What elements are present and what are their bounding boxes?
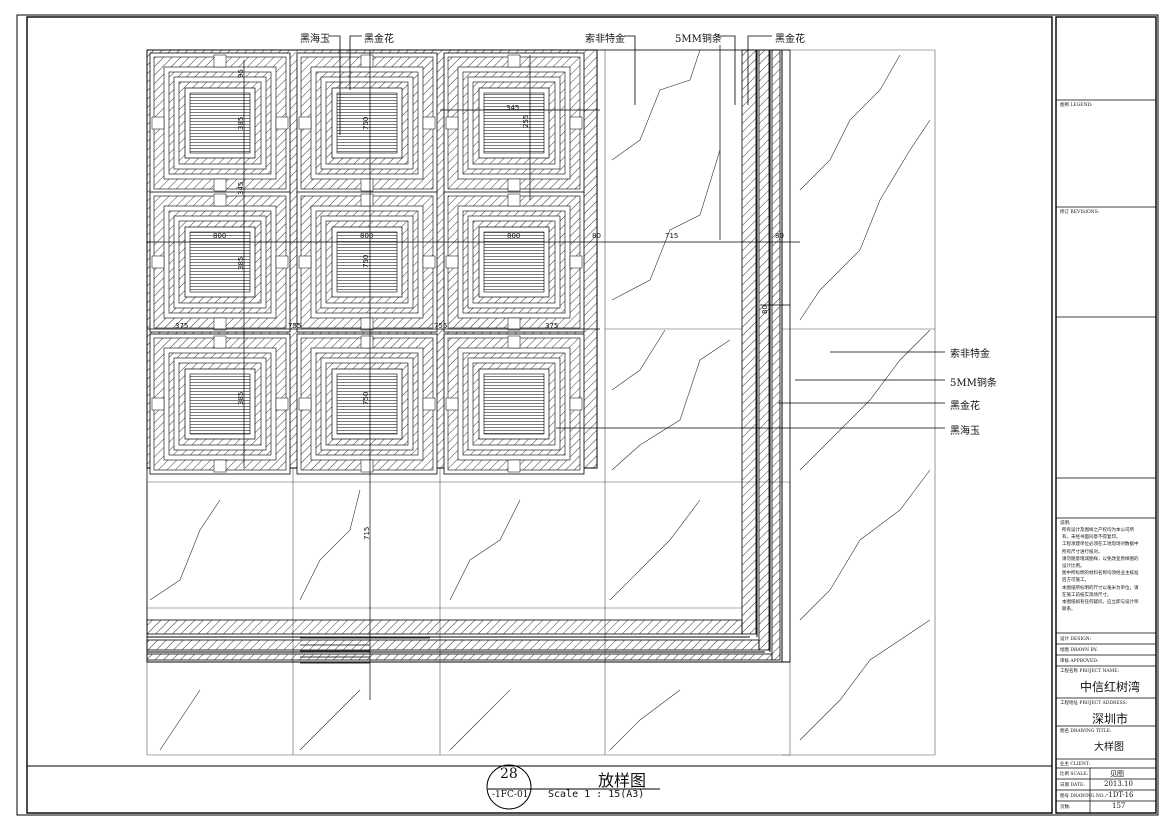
note-item: 本图纸所标明的尺寸以毫米为单位，请在施工前核实现场尺寸。 [1062, 585, 1139, 598]
drawing-number: 28 [500, 766, 518, 782]
client-label: 业主 CLIENT: [1060, 762, 1091, 767]
note-item: 图中所标明的材料名称均须经业主核准后方可施工。 [1062, 571, 1139, 584]
design-label: 设计 DESIGN: [1060, 637, 1092, 642]
dim-750-b: 750 [362, 254, 370, 268]
dim-755-b: 755 [434, 322, 448, 330]
drawing-number-circle [486, 764, 532, 810]
dim-750-a: 750 [362, 116, 370, 130]
page-value: 157 [1112, 802, 1126, 810]
scale-label: 比例 SCALE: [1060, 772, 1088, 777]
floor-tile [149, 191, 291, 333]
notes-list: 所有设计及图样之产权均为本公司所有，未经书面同意不得复印。 工程承建单位必须在工… [1062, 527, 1142, 613]
dim-345-v: 345 [237, 181, 245, 195]
note-item: 所有设计及图样之产权均为本公司所有，未经书面同意不得复印。 [1062, 528, 1134, 541]
dim-800-b: 800 [360, 232, 374, 240]
callout-heijinhua-top: 黑金花 [364, 34, 394, 45]
dim-80-h: 80 [592, 232, 601, 240]
dim-375-a: 375 [175, 322, 189, 330]
revisions-label: 修订 REVISIONS: [1060, 210, 1100, 215]
dim-715-v: 715 [363, 526, 371, 540]
drawn-label: 绘图 DRAWN BY: [1060, 648, 1098, 653]
project-address-label: 工程地址 PROJECT ADDRESS: [1060, 701, 1128, 706]
dim-715-h: 715 [665, 232, 679, 240]
floor-tile [149, 333, 291, 475]
dim-255-v: 255 [522, 114, 530, 128]
drawing-reference: -1FC-01 [492, 790, 529, 800]
dim-750-c: 750 [362, 391, 370, 405]
floor-tile [296, 191, 438, 333]
floor-tile [296, 333, 438, 475]
floor-tile [443, 333, 585, 475]
callout-suofeitejin-top: 索非特金 [585, 34, 625, 45]
legend-label: 图例 LEGEND: [1060, 103, 1093, 108]
floor-tile [296, 52, 438, 194]
note-item: 请勿随意增减图样，以免改变原样图的设计比例。 [1062, 556, 1139, 570]
floor-tile [443, 52, 585, 194]
callout-tongtiao-top: 5MM铜条 [675, 34, 722, 45]
note-item: 工程承建单位必须在工地现场对数据中所有尺寸进行核对。 [1062, 542, 1139, 555]
project-address: 深圳市 [1092, 712, 1129, 726]
dim-95-v: 95 [237, 69, 245, 78]
dim-385-c: 385 [237, 391, 245, 405]
date-value: 2013.10 [1104, 780, 1133, 788]
approved-label: 审核 APPROVED: [1060, 659, 1099, 664]
drawing-no-label: 图号 DRAWING NO.: [1060, 794, 1107, 799]
dim-375-b: 375 [545, 322, 559, 330]
callout-tongtiao-right: 5MM铜条 [950, 378, 997, 389]
drawing-title-label: 图名 DRAWING TITLE: [1060, 729, 1112, 734]
note-item: 本图纸如有任何疑问，应立即与设计师联系。 [1062, 600, 1139, 613]
callout-heihaiyu-top: 黑海玉 [300, 34, 330, 45]
dim-800-c: 800 [507, 232, 521, 240]
notes-label: 说明: [1060, 521, 1071, 526]
project-name-label: 工程名称 PROJECT NAME: [1060, 669, 1120, 674]
drawing-title: 放样图 [598, 771, 647, 790]
project-name: 中信红树湾 [1080, 680, 1141, 694]
dim-385-a: 385 [237, 116, 245, 130]
drawing-no-value: -1DT-16 [1106, 791, 1134, 799]
dim-800-a: 800 [213, 232, 227, 240]
dim-80-right: 80 [775, 232, 784, 240]
drawing-title-value: 大样图 [1094, 742, 1124, 753]
dim-385-b: 385 [237, 256, 245, 270]
callout-heihaiyu-right: 黑海玉 [950, 426, 980, 437]
dim-80-v: 80 [761, 305, 769, 314]
floor-layout-drawing [146, 35, 945, 756]
dim-345-top: 345 [506, 104, 520, 112]
floor-tile [443, 191, 585, 333]
drawing-scale: Scale 1 : 15(A3) [548, 789, 645, 800]
callout-heijinhua2-top: 黑金花 [775, 34, 805, 45]
dim-755-a: 755 [288, 322, 302, 330]
callout-heijinhua-right: 黑金花 [950, 401, 980, 412]
callout-suofeitejin-right: 索非特金 [950, 349, 990, 360]
page-label: 页数: [1060, 805, 1071, 810]
scale-value: 见图 [1110, 770, 1124, 778]
date-label: 日期 DATE: [1060, 783, 1085, 788]
floor-tile [149, 52, 291, 194]
